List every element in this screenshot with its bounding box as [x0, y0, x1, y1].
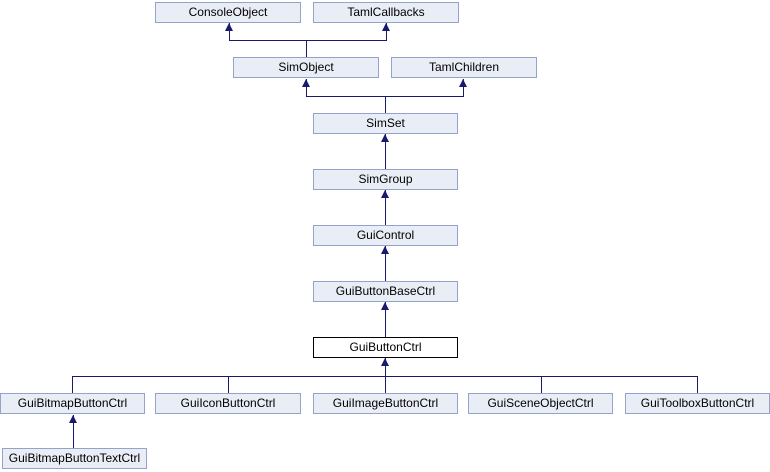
edge-line	[385, 246, 386, 281]
edge-line	[306, 40, 307, 57]
class-node-guibuttonbasectrl[interactable]: GuiButtonBaseCtrl	[313, 281, 458, 302]
edge-line	[229, 23, 230, 41]
class-node-guiimagebuttonctrl[interactable]: GuiImageButtonCtrl	[313, 393, 458, 414]
class-node-guibuttonctrl: GuiButtonCtrl	[313, 337, 458, 358]
edge-line	[385, 358, 386, 377]
class-node-simobject[interactable]: SimObject	[233, 57, 379, 78]
class-node-tamlchildren[interactable]: TamlChildren	[391, 57, 537, 78]
edge-line	[463, 79, 464, 97]
edge-line	[386, 23, 387, 41]
edge-drop-guiiconbuttonctrl	[228, 376, 229, 393]
class-node-simgroup[interactable]: SimGroup	[313, 169, 458, 190]
class-node-consoleobject[interactable]: ConsoleObject	[155, 2, 301, 23]
edge-line	[229, 40, 387, 41]
class-node-guitoolboxbuttonctrl[interactable]: GuiToolboxButtonCtrl	[625, 393, 770, 414]
class-node-simset[interactable]: SimSet	[313, 113, 458, 134]
class-node-guiiconbuttonctrl[interactable]: GuiIconButtonCtrl	[155, 393, 301, 414]
class-node-guibitmapbuttontextctrl[interactable]: GuiBitmapButtonTextCtrl	[2, 448, 147, 469]
edge-line	[73, 415, 74, 448]
edge-line	[385, 190, 386, 225]
class-node-guibitmapbuttonctrl[interactable]: GuiBitmapButtonCtrl	[0, 393, 145, 414]
edge-line	[385, 96, 386, 113]
edge-line	[385, 134, 386, 169]
class-node-tamlcallbacks[interactable]: TamlCallbacks	[313, 2, 459, 23]
edge-drop-guibitmapbuttonctrl	[72, 376, 73, 393]
class-node-guicontrol[interactable]: GuiControl	[313, 225, 458, 246]
edge-line	[306, 79, 307, 97]
class-node-guisceneobjectctrl[interactable]: GuiSceneObjectCtrl	[468, 393, 613, 414]
edge-line	[385, 302, 386, 337]
edge-drop-guitoolboxbuttonctrl	[697, 376, 698, 393]
edge-drop-guisceneobjectctrl	[541, 376, 542, 393]
edge-drop-guiimagebuttonctrl	[385, 376, 386, 393]
